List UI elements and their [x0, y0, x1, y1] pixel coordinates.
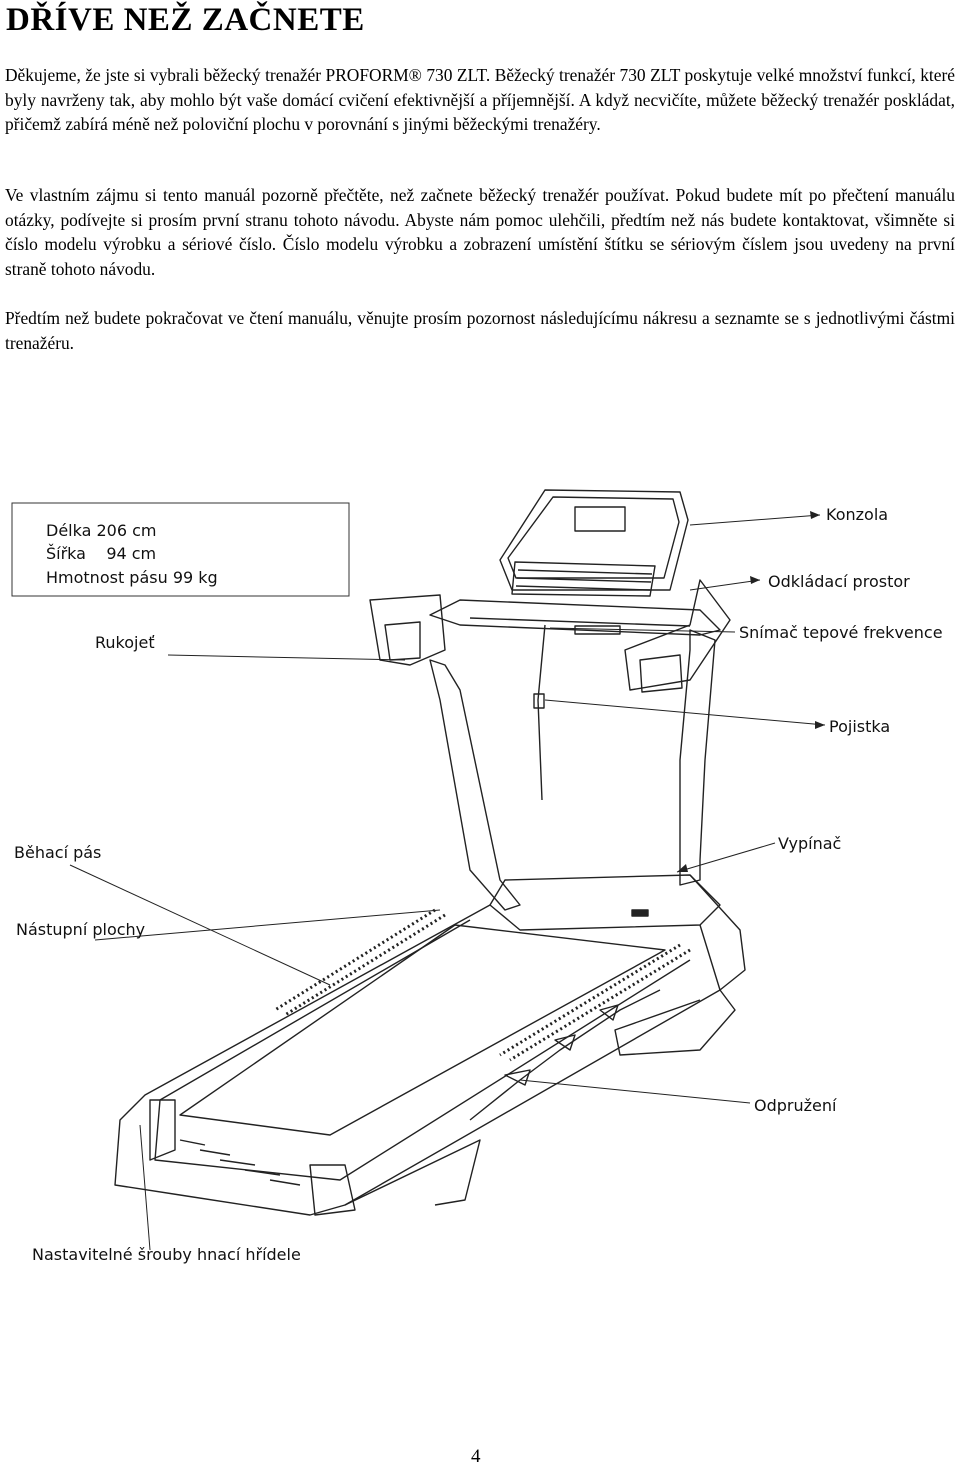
label-heart-rate: Snímač tepové frekvence: [739, 623, 943, 642]
leader-lines: [69, 514, 826, 1251]
leader-arrowheads: [677, 511, 825, 872]
spec-width: Šířka 94 cm: [46, 544, 156, 563]
spec-box: [11, 502, 350, 597]
page-title: DŘÍVE NEŽ ZAČNETE: [6, 2, 365, 38]
spec-weight: Hmotnost pásu 99 kg: [46, 568, 218, 587]
label-suspension: Odpružení: [754, 1096, 837, 1115]
label-console: Konzola: [826, 505, 888, 524]
label-handrail: Rukojeť: [95, 633, 155, 652]
treadmill-drawing: [114, 489, 746, 1216]
label-storage: Odkládací prostor: [768, 572, 910, 591]
label-safety-key: Pojistka: [829, 717, 890, 736]
drawing-paragraph: Předtím než budete pokračovat ve čtení m…: [5, 308, 955, 353]
label-belt: Běhací pás: [14, 843, 101, 862]
page-number: 4: [471, 1446, 481, 1467]
label-roller-bolts: Nastavitelné šrouby hnací hřídele: [32, 1245, 301, 1264]
label-foot-rails: Nástupní plochy: [16, 920, 145, 939]
manual-paragraph: Ve vlastním zájmu si tento manuál pozorn…: [5, 185, 955, 279]
spec-length: Délka 206 cm: [46, 521, 157, 540]
label-switch: Vypínač: [778, 834, 841, 853]
intro-paragraph: Děkujeme, že jste si vybrali běžecký tre…: [5, 65, 955, 135]
treadmill-diagram: Délka 206 cm Šířka 94 cm Hmotnost pásu 9…: [11, 489, 943, 1264]
